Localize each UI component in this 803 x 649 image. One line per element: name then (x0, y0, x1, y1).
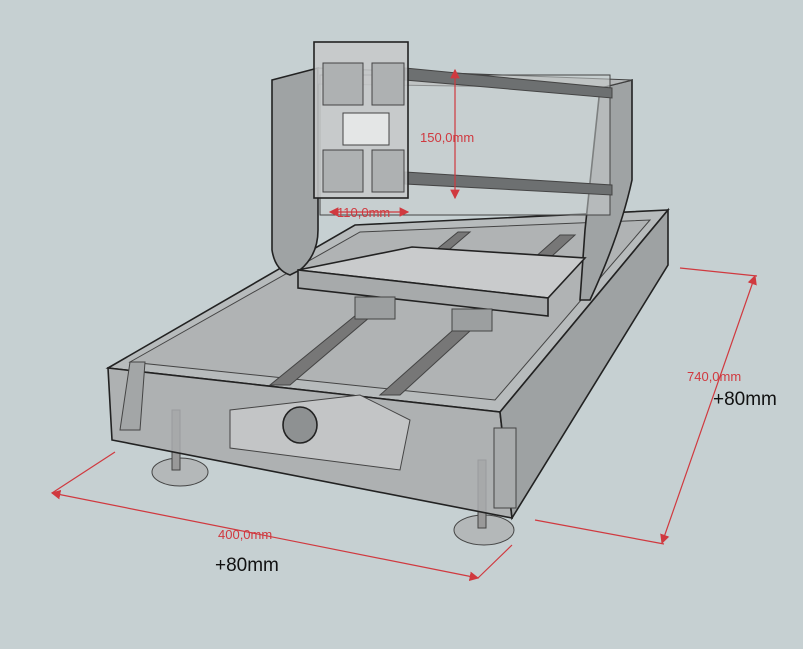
width-extra-label: +80mm (215, 555, 279, 576)
dimension-lines (50, 68, 758, 582)
height-travel-label: 150,0mm (420, 130, 474, 145)
gantry (271, 41, 633, 332)
width-label: 400,0mm (218, 527, 272, 542)
length-label: 740,0mm (687, 369, 741, 384)
length-extra-label: +80mm (713, 389, 777, 410)
gantry-width-label: 110,0mm (337, 205, 390, 220)
